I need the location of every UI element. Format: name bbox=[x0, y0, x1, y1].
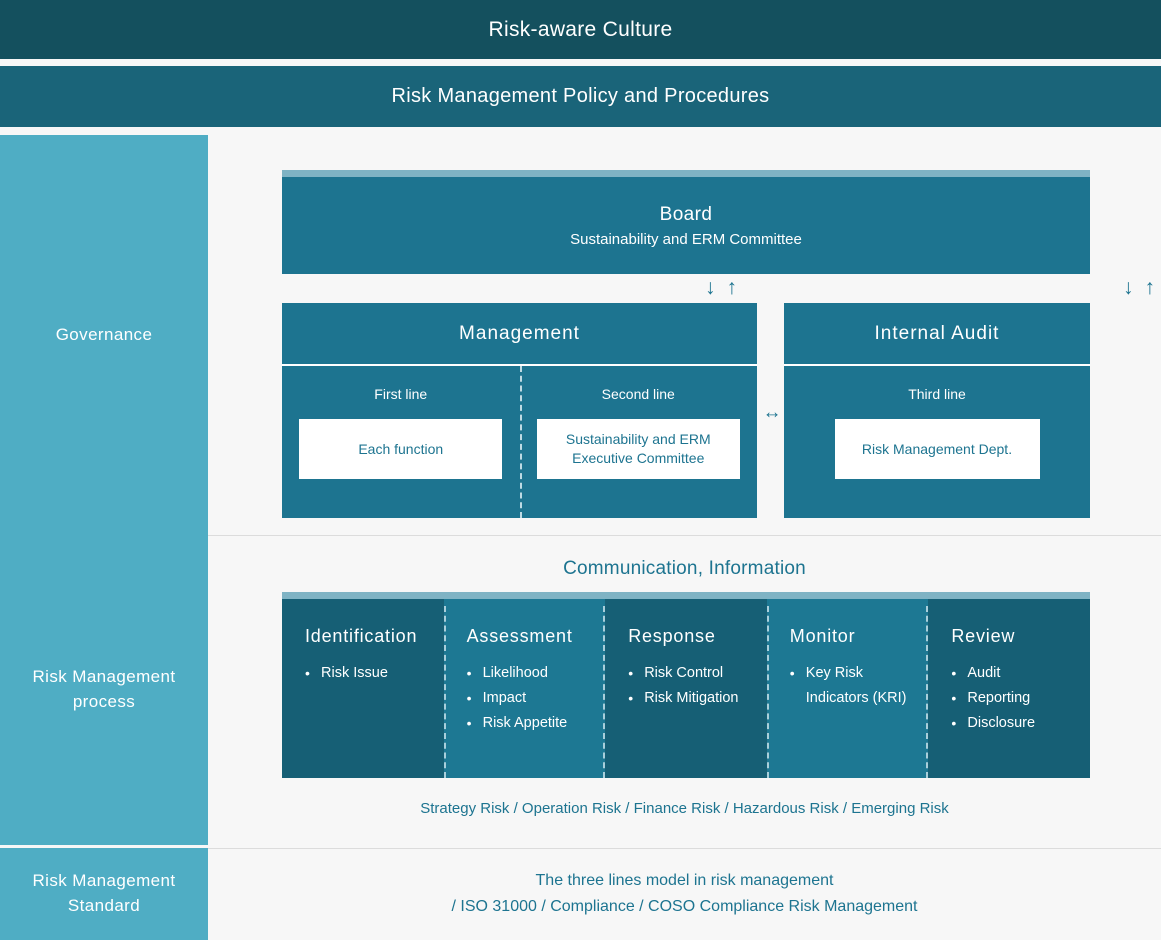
list-item: Reporting bbox=[951, 686, 1079, 711]
third-line-column: Third line Risk Management Dept. bbox=[784, 366, 1090, 518]
process-column-list: Risk Issue bbox=[305, 661, 444, 686]
first-line-label: First line bbox=[374, 386, 428, 402]
process-column-heading: Monitor bbox=[789, 626, 856, 646]
second-line-column: Second line Sustainability and ERM Execu… bbox=[519, 366, 758, 518]
standard-line-1: The three lines model in risk management bbox=[535, 872, 834, 890]
arrow-up-icon: ↑ bbox=[726, 276, 738, 299]
management-audit-bidirectional-arrow-icon: ↔ bbox=[761, 400, 783, 424]
process-column-list: AuditReportingDisclosure bbox=[951, 661, 1090, 736]
risk-aware-culture-banner: Risk-aware Culture bbox=[0, 0, 1161, 59]
process-column-review: ReviewAuditReportingDisclosure bbox=[928, 592, 1090, 778]
sidebar-governance-label: Governance bbox=[55, 324, 153, 344]
arrow-up-icon: ↑ bbox=[1144, 276, 1156, 299]
list-item: Disclosure bbox=[951, 711, 1079, 736]
process-column-heading: Response bbox=[628, 626, 716, 646]
process-column-heading: Identification bbox=[305, 626, 418, 646]
internal-audit-title: Internal Audit bbox=[784, 303, 1090, 366]
board-title: Board bbox=[659, 203, 713, 225]
standard-line-2: / ISO 31000 / Compliance / COSO Complian… bbox=[451, 898, 918, 915]
process-column-heading: Review bbox=[951, 626, 1016, 646]
risk-aware-culture-label: Risk-aware Culture bbox=[488, 17, 673, 41]
process-column-list: Risk ControlRisk Mitigation bbox=[628, 661, 767, 711]
board-audit-arrows: ↓ ↑ bbox=[1123, 277, 1155, 298]
third-line-card: Risk Management Dept. bbox=[834, 419, 1040, 479]
process-column-list: Key Risk Indicators (KRI) bbox=[790, 661, 929, 711]
risk-management-policy-banner: Risk Management Policy and Procedures bbox=[0, 66, 1161, 127]
board-subtitle: Sustainability and ERM Committee bbox=[570, 230, 802, 248]
list-item: Likelihood bbox=[467, 661, 595, 686]
management-title: Management bbox=[282, 303, 757, 366]
list-item: Audit bbox=[951, 661, 1079, 686]
process-content: Communication, Information Identificatio… bbox=[208, 535, 1161, 845]
board-management-arrows: ↓ ↑ bbox=[705, 277, 737, 298]
internal-audit-lines: Third line Risk Management Dept. bbox=[784, 366, 1090, 518]
list-item: Key Risk Indicators (KRI) bbox=[790, 661, 918, 711]
board-box: Board Sustainability and ERM Committee bbox=[282, 170, 1090, 274]
process-column-heading: Assessment bbox=[466, 626, 573, 646]
sidebar-risk-management-standard: Risk Management Standard bbox=[0, 848, 208, 940]
process-standard-divider bbox=[208, 848, 1161, 849]
second-line-card: Sustainability and ERM Executive Committ… bbox=[536, 419, 740, 479]
list-item: Impact bbox=[467, 686, 595, 711]
risk-management-standard-row: Risk Management Standard The three lines… bbox=[0, 848, 1161, 940]
process-column-list: LikelihoodImpactRisk Appetite bbox=[467, 661, 606, 736]
risk-categories-label: Strategy Risk / Operation Risk / Finance… bbox=[420, 800, 949, 817]
arrow-down-icon: ↓ bbox=[1123, 276, 1134, 299]
management-box: Management First line Each function Seco… bbox=[282, 303, 757, 518]
sidebar-risk-management-standard-label: Risk Management Standard bbox=[32, 871, 176, 915]
third-line-label: Third line bbox=[908, 386, 966, 402]
list-item: Risk Mitigation bbox=[628, 686, 756, 711]
sidebar-risk-management-process-label: Risk Management process bbox=[32, 667, 176, 711]
standard-text-block: The three lines model in risk management… bbox=[208, 848, 1161, 940]
standard-content: The three lines model in risk management… bbox=[208, 848, 1161, 940]
list-item: Risk Control bbox=[628, 661, 756, 686]
governance-process-divider bbox=[208, 535, 1161, 536]
process-column-identification: IdentificationRisk Issue bbox=[282, 592, 444, 778]
internal-audit-box: Internal Audit Third line Risk Managemen… bbox=[784, 303, 1090, 518]
first-line-card: Each function bbox=[299, 419, 503, 479]
governance-content: Board Sustainability and ERM Committee ↓… bbox=[208, 135, 1161, 535]
second-line-label: Second line bbox=[601, 386, 675, 402]
risk-management-process-row: Risk Management process Communication, I… bbox=[0, 535, 1161, 845]
list-item: Risk Appetite bbox=[467, 711, 595, 736]
process-column-response: ResponseRisk ControlRisk Mitigation bbox=[605, 592, 767, 778]
governance-row: Governance Board Sustainability and ERM … bbox=[0, 135, 1161, 535]
first-line-column: First line Each function bbox=[282, 366, 520, 518]
process-columns: IdentificationRisk IssueAssessmentLikeli… bbox=[282, 592, 1090, 778]
process-column-monitor: MonitorKey Risk Indicators (KRI) bbox=[766, 592, 929, 778]
sidebar-risk-management-process: Risk Management process bbox=[0, 535, 208, 845]
management-lines: First line Each function Second line Sus… bbox=[282, 366, 757, 518]
communication-information-title: Communication, Information bbox=[563, 558, 806, 579]
sidebar-governance: Governance bbox=[0, 135, 208, 535]
list-item: Risk Issue bbox=[305, 661, 433, 686]
risk-management-policy-label: Risk Management Policy and Procedures bbox=[391, 85, 770, 107]
process-column-assessment: AssessmentLikelihoodImpactRisk Appetite bbox=[443, 592, 606, 778]
arrow-down-icon: ↓ bbox=[705, 276, 716, 299]
